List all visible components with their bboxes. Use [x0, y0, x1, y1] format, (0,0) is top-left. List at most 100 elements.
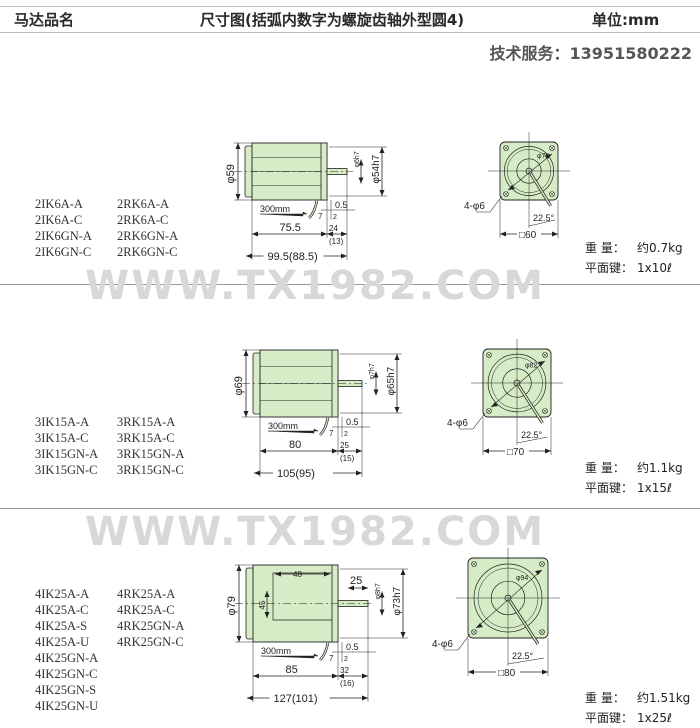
dimension-label: (16)	[340, 679, 355, 688]
model-name: 3IK15A-A	[35, 415, 90, 429]
arrowhead	[275, 571, 330, 577]
dimension-label: 2	[344, 656, 348, 663]
arrowhead	[348, 585, 368, 591]
model-name: 4RK25A-A	[117, 587, 176, 601]
dimension-label: 22.5°	[512, 651, 534, 661]
weight-value: 约1.51kg	[637, 691, 691, 705]
leader-line	[444, 633, 471, 651]
leader-line	[476, 195, 503, 213]
arrowhead	[358, 159, 364, 184]
mounting-hole-icon	[486, 408, 492, 414]
weight-row: 重 量： 约1.1kg	[585, 458, 683, 478]
weight-label: 重 量：	[585, 691, 625, 705]
model-name: 2RK6A-A	[117, 197, 170, 211]
dimension-label: (13)	[329, 237, 344, 246]
dimension-label: 99.5(88.5)	[268, 251, 318, 263]
label-bg	[273, 466, 333, 478]
top-rule	[0, 6, 700, 7]
dimension-label: φ6h7	[354, 151, 361, 167]
key-label: 平面键：	[585, 261, 634, 275]
dimension-line	[507, 657, 545, 665]
arrowhead	[508, 154, 552, 190]
model-name: 4RK25GN-A	[117, 619, 185, 633]
dimension-line	[542, 352, 548, 358]
model-name: 4IK25A-S	[35, 619, 88, 633]
dimension-line	[471, 561, 477, 567]
dimension-label: (15)	[340, 454, 355, 463]
dimension-label: 45	[258, 600, 267, 609]
dimension-label: □60	[519, 230, 537, 241]
mounting-hole-icon	[503, 191, 509, 197]
leader-arrow	[267, 428, 319, 434]
arrowhead	[235, 143, 241, 200]
dimension-label: φ73h7	[392, 586, 403, 615]
dimension-label: 300mm	[261, 646, 291, 656]
dimension-label: 24	[329, 224, 338, 233]
key-label: 平面键：	[585, 711, 634, 725]
dimension-label: φ65h7	[386, 366, 397, 395]
dimension-line	[490, 360, 546, 408]
section-divider	[0, 284, 700, 285]
leader-arrow	[259, 211, 308, 217]
weight-value: 约1.1kg	[637, 461, 683, 475]
model-name: 2IK6A-A	[35, 197, 83, 211]
label-bg	[269, 691, 330, 703]
header-rule	[0, 32, 700, 33]
dimension-line	[475, 569, 543, 629]
key-value: 1x25ℓ	[637, 711, 672, 725]
mounting-hole-icon	[471, 629, 477, 635]
model-name: 4IK25GN-C	[35, 667, 98, 681]
weight-label: 重 量：	[585, 461, 625, 475]
mounting-hole-icon	[549, 145, 555, 151]
model-name: 3RK15GN-C	[117, 463, 184, 477]
arrowhead	[379, 591, 385, 616]
watermark: WWW.TX1982.COM	[85, 263, 546, 309]
model-name: 2RK6GN-A	[117, 229, 179, 243]
model-name: 4RK25GN-C	[117, 635, 184, 649]
dimension-label: φ70	[537, 153, 549, 160]
column-header-drawing: 尺寸图(括弧内数字为螺旋齿轴外型圆4)	[200, 11, 465, 29]
dimension-label: φ94	[516, 575, 528, 582]
arrowhead	[394, 354, 400, 413]
dimension-label: 25	[340, 441, 349, 450]
dimension-line	[503, 191, 509, 197]
key-value: 1x10ℓ	[637, 261, 672, 275]
section-divider	[0, 508, 700, 509]
arrowhead	[373, 371, 379, 396]
dimension-line	[471, 629, 477, 635]
dimension-line	[507, 153, 553, 191]
model-name: 2IK6GN-A	[35, 229, 92, 243]
dimension-label: 4-φ6	[464, 201, 485, 212]
dimension-label: φ59	[225, 164, 237, 183]
leader-line	[459, 412, 486, 430]
model-name: 3RK15A-A	[117, 415, 176, 429]
dimension-label: 22.5°	[521, 430, 543, 440]
dimension-label: 7	[329, 654, 334, 663]
mounting-hole-icon	[471, 561, 477, 567]
dimension-label: 32	[340, 666, 349, 675]
key-row: 平面键：1x25ℓ	[585, 708, 690, 728]
leader-arrow	[260, 653, 319, 659]
model-name: 4IK25GN-S	[35, 683, 97, 697]
dimension-line	[516, 436, 548, 444]
model-name: 4IK25A-A	[35, 587, 90, 601]
dimension-label: φ8h7	[375, 583, 382, 599]
dimension-label: 25	[350, 575, 362, 587]
dimension-line	[542, 408, 548, 414]
dimension-label: 80	[289, 439, 301, 451]
model-name: 4IK25A-U	[35, 635, 90, 649]
mounting-hole-icon	[503, 145, 509, 151]
mounting-hole-icon	[539, 629, 545, 635]
model-name: 3RK15A-C	[117, 431, 175, 445]
dimension-label: φ69	[233, 376, 245, 395]
